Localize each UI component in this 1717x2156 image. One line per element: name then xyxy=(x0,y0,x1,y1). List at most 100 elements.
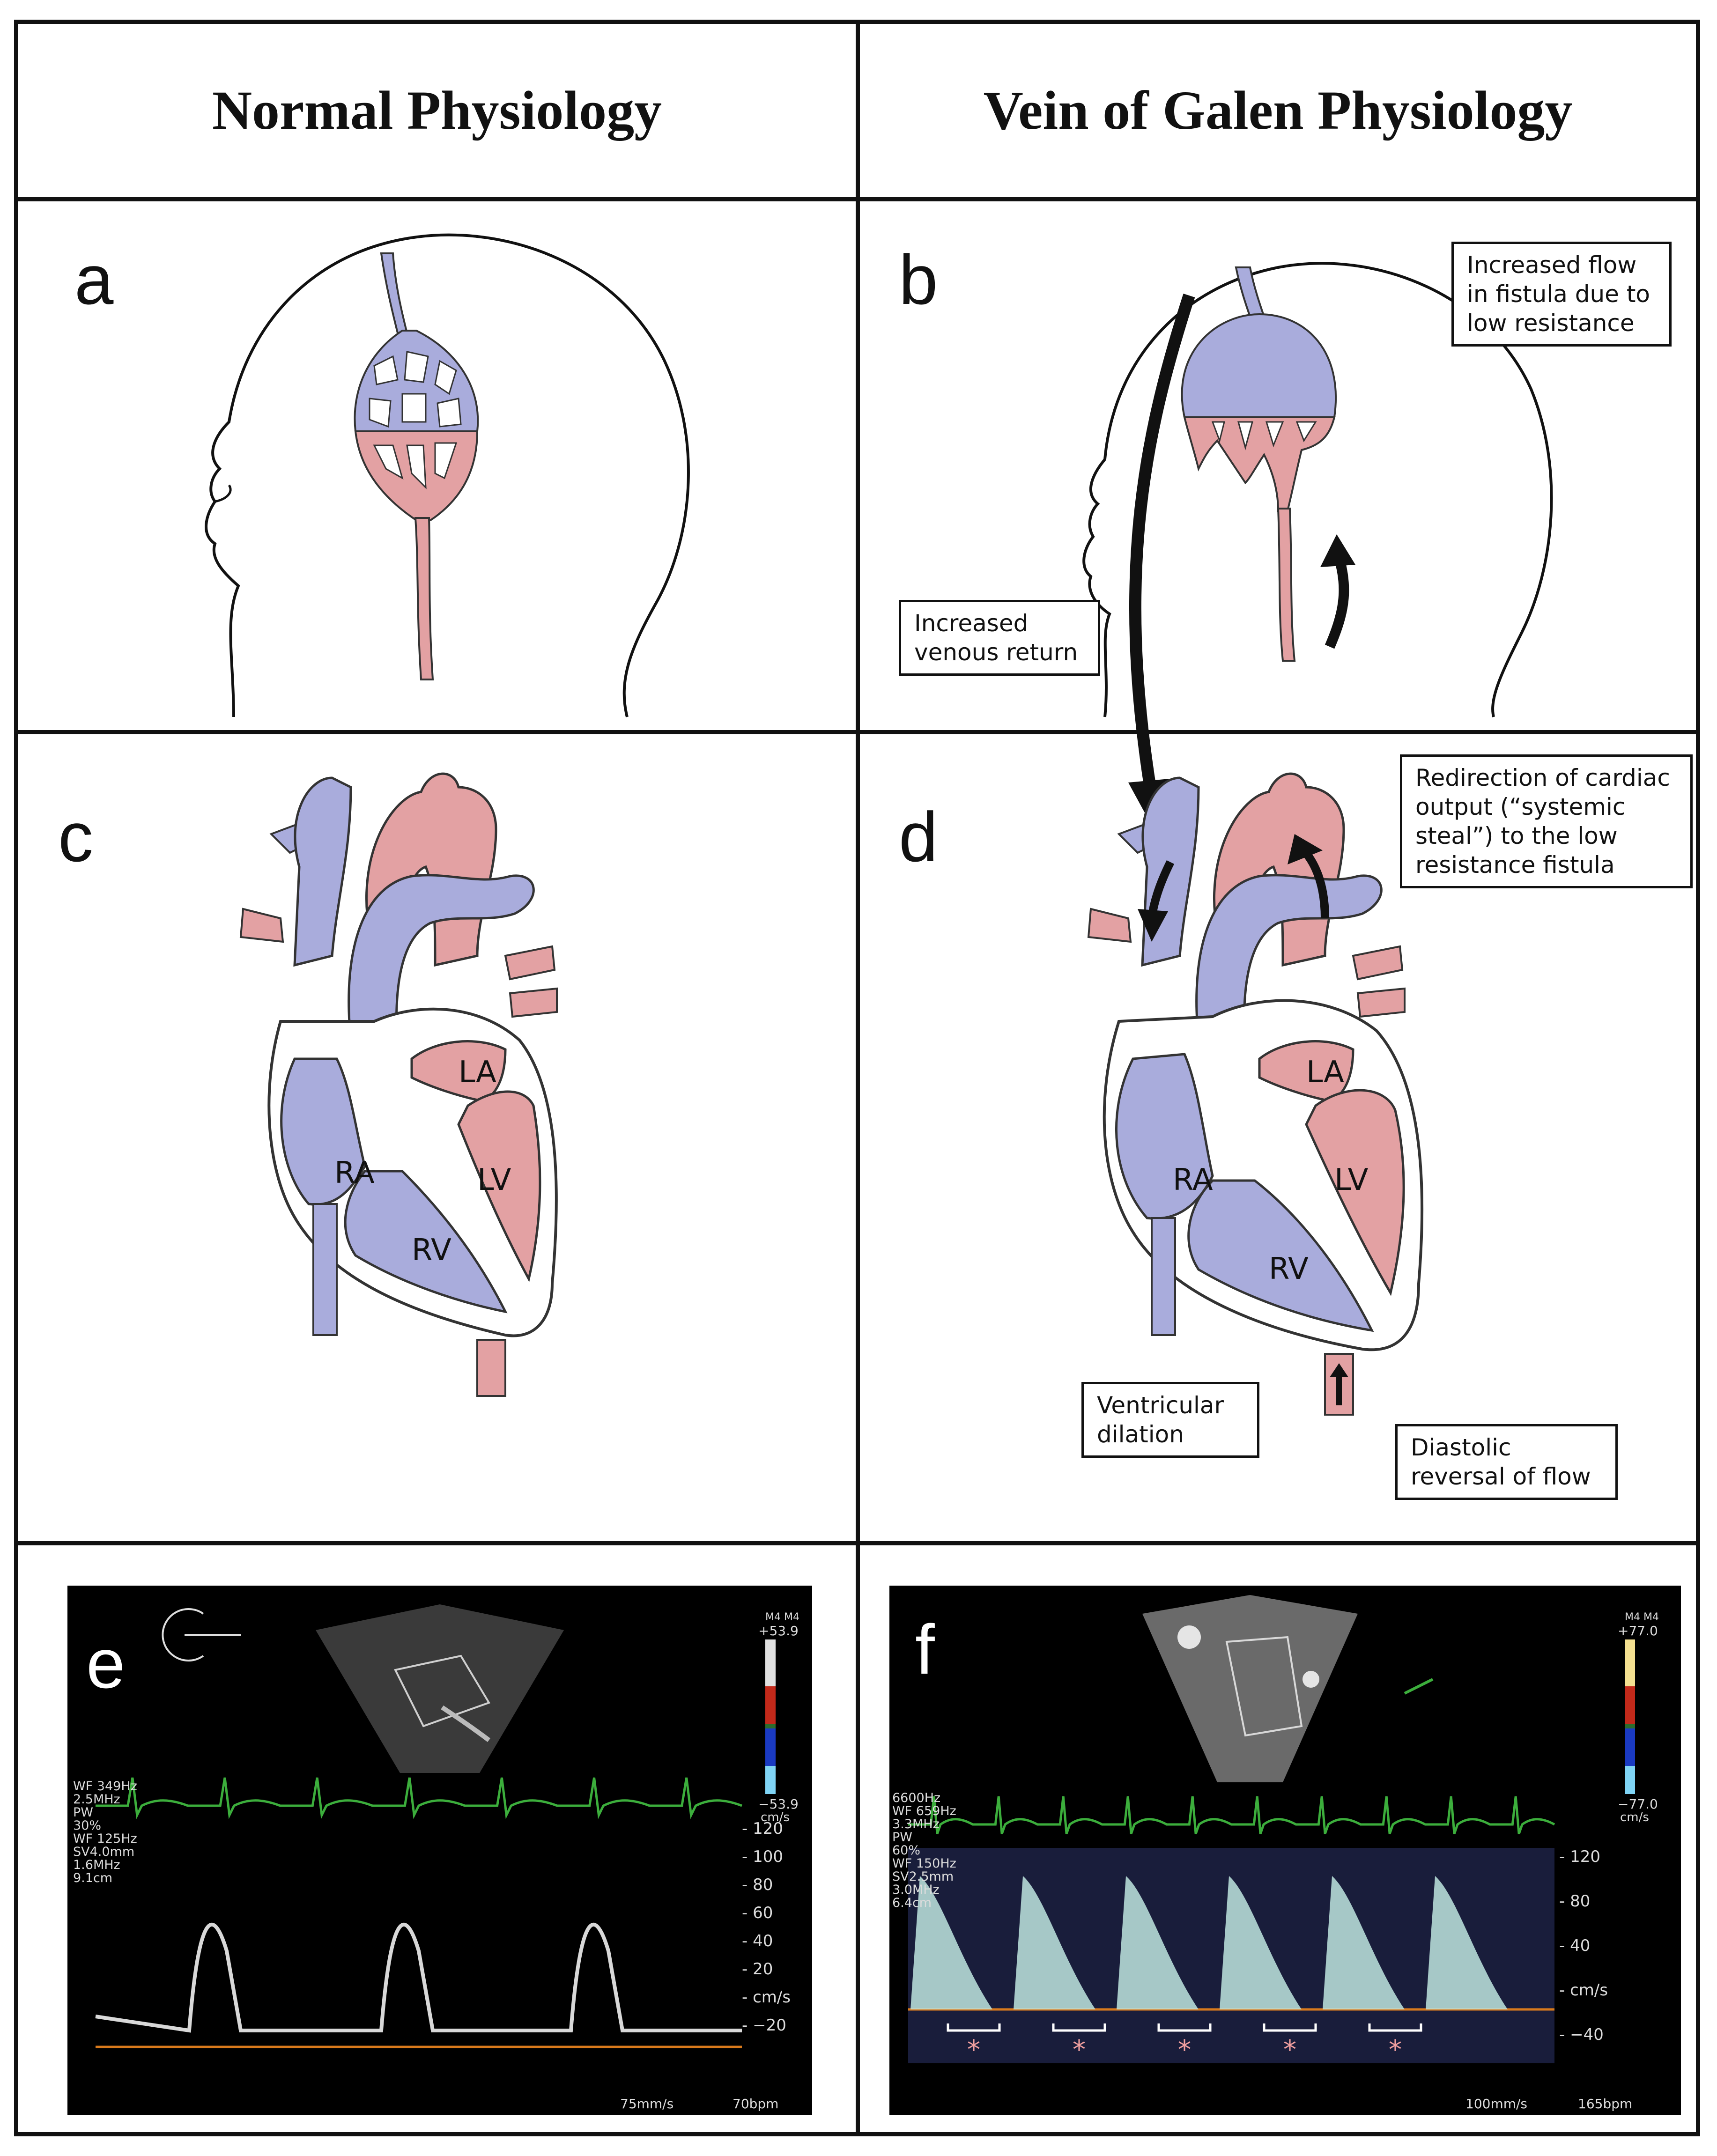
header-vein-of-galen: Vein of Galen Physiology xyxy=(983,80,1573,141)
label-lv: LV xyxy=(1334,1163,1369,1197)
label-la: LA xyxy=(459,1055,496,1090)
parameter-line: 6.4cm xyxy=(892,1896,932,1910)
reversal-bracket xyxy=(1263,2023,1317,2032)
parameter-line: 2.5MHz xyxy=(73,1792,120,1807)
head-outline xyxy=(205,233,690,717)
axis-tick-label: - −40 xyxy=(1559,2025,1604,2044)
doppler-waveform xyxy=(95,1922,742,2033)
heart-normal-illustration: RA LA LV RV xyxy=(239,772,558,1397)
inferior-vena-cava xyxy=(1151,1217,1176,1336)
left-ventricle xyxy=(457,1090,541,1282)
panel-label-c: c xyxy=(58,797,93,876)
left-atrium xyxy=(410,1040,507,1102)
panel-label-b: b xyxy=(899,240,938,319)
label-la: LA xyxy=(1306,1055,1344,1090)
label-rv: RV xyxy=(1269,1252,1309,1286)
reversal-marker: * xyxy=(1389,2035,1402,2065)
feeding-artery xyxy=(1277,508,1296,662)
scale-bottom: −77.0 xyxy=(1618,1796,1658,1812)
sweep-speed: 75mm/s xyxy=(620,2096,674,2112)
sweep-speed: 100mm/s xyxy=(1465,2096,1528,2112)
parameter-line: 9.1cm xyxy=(73,1871,113,1885)
reversal-bracket xyxy=(1157,2023,1212,2032)
axis-tick-label: - −20 xyxy=(742,2016,786,2035)
heart-rate: 70bpm xyxy=(733,2096,779,2112)
panel-label-e: e xyxy=(86,1624,126,1703)
parameter-line: PW xyxy=(73,1805,93,1820)
draining-vein xyxy=(380,252,408,334)
scale-unit: cm/s xyxy=(1620,1810,1649,1824)
axis-tick-label: - 20 xyxy=(742,1960,773,1979)
arterial-flow-arrow xyxy=(1325,556,1349,649)
axis-tick-label: - cm/s xyxy=(1559,1981,1608,2000)
axis-tick-label: - 80 xyxy=(1559,1892,1590,1911)
parameter-line: 30% xyxy=(73,1818,102,1833)
parameter-line: 6600Hz xyxy=(892,1791,941,1805)
header-normal: Normal Physiology xyxy=(212,80,662,141)
column-divider xyxy=(856,24,860,2132)
ecg-trace xyxy=(908,1796,1555,1834)
scale-top: +77.0 xyxy=(1618,1623,1658,1639)
row-divider-header xyxy=(18,197,1696,201)
row-divider-2 xyxy=(18,1541,1696,1545)
parameter-line: SV2.5mm xyxy=(892,1869,954,1884)
parameter-line: WF 125Hz xyxy=(73,1831,137,1846)
reversal-marker: * xyxy=(1283,2035,1296,2065)
head-normal-illustration xyxy=(205,233,690,717)
heart-rate: 165bpm xyxy=(1578,2096,1633,2112)
figure-frame: Normal Physiology Vein of Galen Physiolo… xyxy=(14,20,1700,2136)
doppler-envelope xyxy=(1014,1876,1095,2009)
axis-tick-label: - 120 xyxy=(1559,1847,1600,1866)
doppler-envelope xyxy=(910,1876,992,2009)
heart-vog-illustration: RA LA LV RV xyxy=(1087,772,1424,1416)
superior-vena-cava xyxy=(293,776,352,967)
axis-tick-label: - 40 xyxy=(1559,1936,1590,1955)
doppler-envelope xyxy=(1426,1876,1508,2009)
head-vog-illustration xyxy=(1082,262,1553,717)
axis-tick-label: - 100 xyxy=(742,1847,783,1866)
doppler-normal: - 120- 100- 80- 60- 40- 20- cm/s- −20 e … xyxy=(67,1586,812,2115)
callout-systemic-steal: Redirection of cardiac output (“systemic… xyxy=(1400,754,1693,888)
callout-ventricular-dilation: Ventricular dilation xyxy=(1081,1382,1259,1458)
axis-tick-label: - 60 xyxy=(742,1904,773,1922)
doppler-vog: ***** - 120- 80- 40- cm/s- −40 f M4 M4 +… xyxy=(889,1586,1681,2115)
left-atrium xyxy=(1258,1040,1354,1102)
pulmonary-artery xyxy=(348,874,535,1051)
right-atrium xyxy=(280,1057,366,1206)
label-lv: LV xyxy=(477,1163,511,1197)
reversal-marker: * xyxy=(967,2035,980,2065)
parameter-line: 60% xyxy=(892,1843,921,1858)
reversal-marker: * xyxy=(1073,2035,1086,2065)
doppler-waveform xyxy=(910,1876,1508,2009)
reversal-bracket xyxy=(1368,2023,1422,2032)
parameter-line: WF 659Hz xyxy=(892,1804,956,1818)
parameter-line: WF 349Hz xyxy=(73,1779,137,1794)
scale-top: +53.9 xyxy=(758,1623,799,1639)
axis-tick-label: - 40 xyxy=(742,1932,773,1950)
descending-aorta xyxy=(476,1339,506,1397)
label-ra: RA xyxy=(1173,1163,1213,1197)
scale-mode: M4 M4 xyxy=(1625,1611,1659,1623)
fistula-arteries xyxy=(1183,416,1336,512)
vein-of-galen-malformation xyxy=(1181,313,1337,418)
row-divider-1 xyxy=(18,730,1696,734)
reversal-bracket xyxy=(1052,2023,1106,2032)
reversal-marker: * xyxy=(1178,2035,1191,2065)
echo-sector xyxy=(1142,1595,1358,1782)
scale-bottom: −53.9 xyxy=(758,1796,799,1812)
parameter-line: PW xyxy=(892,1830,912,1845)
parameter-line: SV4.0mm xyxy=(73,1845,135,1859)
parameter-line: 3.0MHz xyxy=(892,1883,940,1897)
panel-label-a: a xyxy=(74,240,114,319)
inferior-vena-cava xyxy=(312,1203,338,1336)
scale-unit: cm/s xyxy=(761,1810,790,1824)
axis-tick-label: - cm/s xyxy=(742,1988,791,2007)
callout-fistula-flow: Increased flow in fistula due to low res… xyxy=(1451,242,1672,347)
echo-sector xyxy=(316,1604,564,1773)
doppler-envelope xyxy=(1117,1876,1199,2009)
doppler-envelope xyxy=(1220,1876,1302,2009)
ecg-trace xyxy=(96,1777,742,1819)
label-ra: RA xyxy=(334,1156,375,1190)
